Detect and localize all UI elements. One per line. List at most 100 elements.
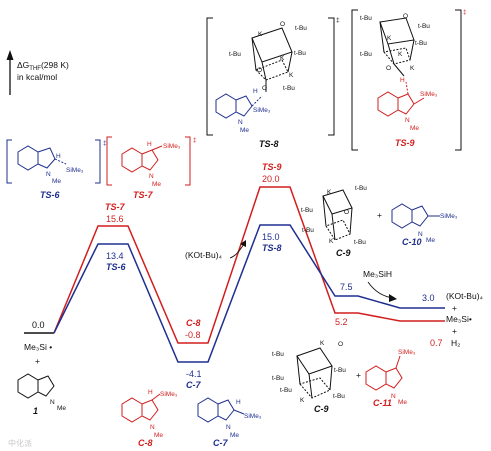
- ts6-structure-label: TS-6: [40, 190, 60, 200]
- ts9-sime3: SiMe₃: [420, 91, 438, 98]
- kotbu-arrowhead: [240, 240, 246, 247]
- product-me3si: Me₃Si•: [446, 314, 472, 324]
- ts8-k3: K: [289, 72, 294, 79]
- c8-structure-label: C-8: [138, 438, 153, 448]
- c9l-plus: +: [356, 370, 361, 380]
- c7-h-atom: H: [236, 399, 241, 406]
- c9u-plus: +: [377, 210, 382, 220]
- ts9-o2: O: [386, 65, 391, 72]
- reagent-notes: (KOt-Bu)₄ Me₃SiH (KOt-Bu)₄ + Me₃Si• + H₂…: [24, 240, 484, 366]
- ts7-value: 15.6: [106, 214, 124, 224]
- c11-me: Me: [398, 399, 407, 406]
- c7-n-atom: N: [226, 424, 231, 431]
- indole-n-atom: N: [50, 399, 55, 406]
- c9l-k1: K: [320, 340, 325, 347]
- ts8-o2: O: [257, 67, 262, 74]
- ts6-label: TS-6: [106, 262, 126, 272]
- c7-sime3: SiMe₃: [244, 413, 262, 420]
- ts7-label: TS-7: [105, 202, 125, 212]
- c9u-k2: K: [329, 238, 334, 245]
- indole-1-structure: [17, 373, 55, 399]
- axis-unit: in kcal/mol: [17, 72, 57, 82]
- c7-structure: [197, 397, 245, 423]
- c10-n-atom: N: [418, 231, 423, 238]
- ts8-k1: K: [258, 31, 263, 38]
- ts9-tbu1: t-Bu: [360, 15, 372, 22]
- energy-labels: 0.0 TS-7 15.6 13.4 TS-6 C-8 -0.8 -4.1 C-…: [32, 162, 443, 390]
- ts9-structure: [351, 9, 462, 151]
- c9-upper-structure: [322, 189, 353, 241]
- ts7-structure-label: TS-7: [133, 190, 153, 200]
- kotbu-reagent-label: (KOt-Bu)₄: [185, 250, 223, 260]
- axis-delta-g: ΔGTHF(298 K): [17, 60, 69, 72]
- ts6-dagger: ‡: [103, 140, 107, 147]
- c8-me: Me: [154, 432, 163, 439]
- me3sih-arrowhead: [389, 294, 397, 302]
- ts7-me: Me: [152, 181, 161, 188]
- ts7-dagger: ‡: [193, 137, 197, 144]
- ts8-structure: [206, 17, 335, 136]
- c8-label: C-8: [186, 318, 201, 328]
- c7-value: -4.1: [186, 369, 202, 379]
- ts8-o3: O: [262, 85, 267, 92]
- ts8-structure-label: TS-8: [259, 139, 279, 149]
- kotbu-arrow: [229, 243, 245, 259]
- ts9-dagger: ‡: [463, 9, 467, 16]
- ts8-tbu4: t-Bu: [283, 85, 295, 92]
- indole-me: Me: [57, 405, 66, 412]
- c9l-o1: O: [338, 341, 343, 348]
- c9u-tbu1: t-Bu: [301, 207, 313, 214]
- ts9-k1: K: [387, 35, 392, 42]
- ts9-tbu4: t-Bu: [360, 51, 372, 58]
- ts9-tbu3: t-Bu: [415, 40, 427, 47]
- c9u-tbu4: t-Bu: [354, 239, 366, 246]
- ts6-structure: [6, 139, 101, 184]
- product-h2: H₂: [451, 338, 460, 348]
- ts8-o1: O: [280, 21, 285, 28]
- blue-pathway: [53, 224, 445, 363]
- c10-me: Me: [426, 237, 435, 244]
- ts9-o1: O: [403, 13, 408, 20]
- value-5-2: 5.2: [335, 317, 348, 327]
- c10-label: C-10: [402, 237, 422, 247]
- c9l-tbu3: t-Bu: [334, 367, 346, 374]
- ts8-value: 15.0: [262, 232, 280, 242]
- c10-structure: [391, 203, 440, 229]
- c11-label: C-11: [373, 398, 392, 408]
- ts8-n-atom: N: [238, 119, 243, 126]
- red-pathway: [53, 186, 445, 344]
- product-plus-1: +: [452, 303, 457, 313]
- ts6-sime3: SiMe₃: [66, 167, 84, 174]
- ts9-structure-label: TS-9: [395, 138, 415, 148]
- c8-value: -0.8: [185, 330, 201, 340]
- c9l-k2: K: [300, 397, 305, 404]
- ts6-n-atom: N: [46, 171, 51, 178]
- c8-h-atom: H: [148, 389, 153, 396]
- c9-lower-label: C-9: [314, 404, 329, 414]
- ts9-n-atom: N: [405, 117, 410, 124]
- c7-me: Me: [230, 432, 239, 439]
- ts7-sime3: SiMe₃: [163, 143, 181, 150]
- value-3-0: 3.0: [422, 293, 435, 303]
- ts9-h-atom: H: [400, 77, 405, 84]
- ts9-label: TS-9: [262, 162, 282, 172]
- c9-upper-label: C-9: [336, 248, 351, 258]
- watermark: 中化派: [8, 438, 32, 448]
- product-plus-2: +: [452, 326, 457, 336]
- c8-sime3: SiMe₃: [160, 391, 178, 398]
- c7-structure-label: C-7: [213, 438, 228, 448]
- start-radical: Me₃Si •: [24, 342, 52, 352]
- ts8-me: Me: [240, 127, 249, 134]
- ts9-k3: K: [410, 65, 415, 72]
- ts9-tbu2: t-Bu: [418, 23, 430, 30]
- c9u-k1: K: [327, 189, 332, 196]
- c10-sime3: SiMe₃: [440, 213, 458, 220]
- c8-structure: [121, 393, 161, 423]
- c8-n-atom: N: [150, 424, 155, 431]
- value-7-5: 7.5: [340, 282, 353, 292]
- c9u-o1: O: [344, 209, 349, 216]
- c9l-tbu1: t-Bu: [272, 351, 284, 358]
- energy-axis: ΔGTHF(298 K) in kcal/mol: [6, 50, 69, 95]
- ts8-k2: K: [280, 55, 285, 62]
